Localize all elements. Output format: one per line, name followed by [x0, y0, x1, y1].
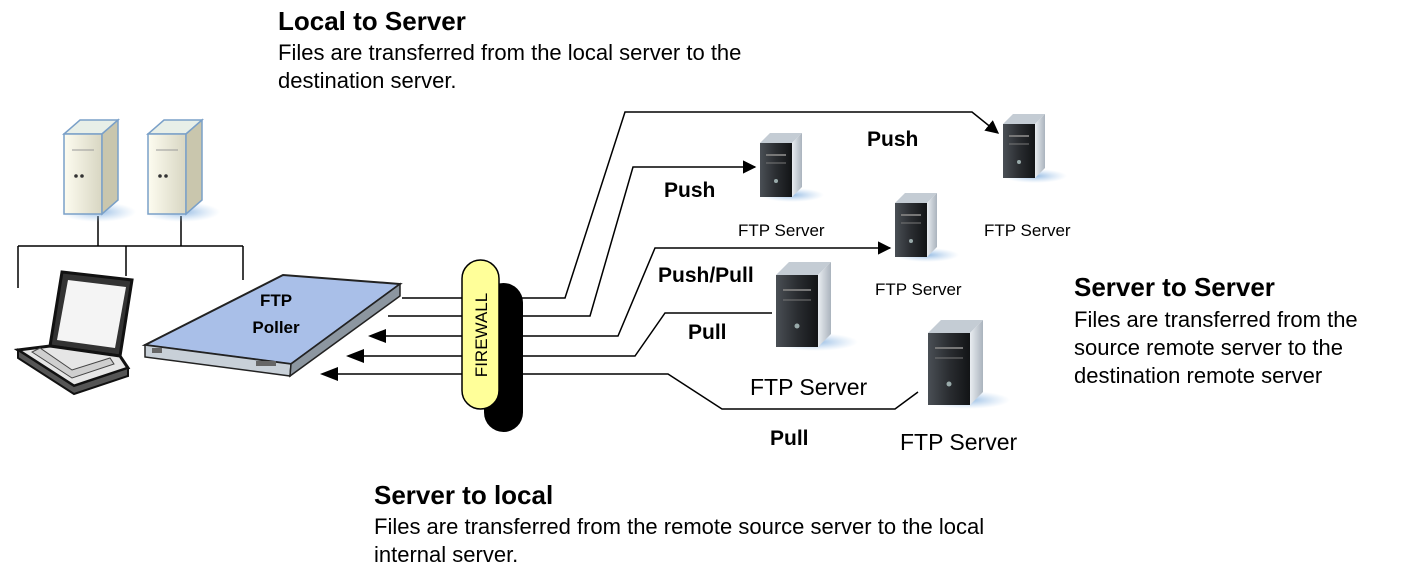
ftp-poller-appliance	[141, 273, 403, 378]
flow-label-push-pull: Push/Pull	[658, 264, 754, 287]
flow-line-pull-2	[522, 373, 919, 410]
flow-label-push-mid: Push	[664, 179, 715, 202]
flow-line-push-pull	[522, 241, 892, 337]
ftp-server-icon-4	[774, 262, 858, 351]
laptop-icon	[13, 270, 134, 396]
local-tower-server-2	[144, 118, 220, 222]
server-to-server-description: Files are transferred from the source re…	[1074, 307, 1358, 388]
firewall-body	[461, 259, 500, 410]
ftp-server-icon-5	[926, 320, 1010, 409]
ftp-server-label-3: FTP Server	[875, 280, 962, 299]
flow-line-push-mid	[522, 160, 757, 317]
server-to-local-description: Files are transferred from the remote so…	[374, 514, 985, 567]
poller-label-line2: Poller	[252, 318, 300, 337]
ftp-server-label-4: FTP Server	[750, 374, 867, 400]
ftp-server-label-5: FTP Server	[900, 429, 1017, 455]
poller-label-line1: FTP	[260, 291, 292, 310]
flow-label-pull-2: Pull	[770, 427, 809, 450]
lan-network-lines	[17, 216, 244, 288]
local-to-server-title: Local to Server	[278, 6, 466, 36]
server-to-server-block: Server to Server Files are transferred f…	[1074, 272, 1419, 390]
local-to-server-description: Files are transferred from the local ser…	[278, 40, 742, 93]
ftp-server-label-2: FTP Server	[984, 221, 1071, 240]
local-tower-server-1	[60, 118, 136, 222]
flow-line-pull-1	[522, 312, 772, 357]
server-to-local-title: Server to local	[374, 480, 554, 510]
firewall-label: FIREWALL	[472, 293, 491, 377]
ftp-server-icon-2	[1003, 114, 1067, 183]
local-to-server-block: Local to Server Files are transferred fr…	[278, 6, 838, 95]
poller-connection-lines	[325, 297, 462, 375]
server-to-server-title: Server to Server	[1074, 272, 1275, 302]
flow-label-pull-1: Pull	[688, 321, 727, 344]
ftp-server-label-1: FTP Server	[738, 221, 825, 240]
server-to-local-block: Server to local Files are transferred fr…	[374, 480, 1014, 569]
ftp-server-icon-3	[895, 193, 959, 262]
ftp-server-icon-1	[760, 133, 824, 202]
flow-label-push-top: Push	[867, 128, 918, 151]
firewall	[461, 259, 523, 432]
flow-line-push-top	[522, 111, 1000, 299]
pull-arrowheads	[320, 329, 386, 381]
